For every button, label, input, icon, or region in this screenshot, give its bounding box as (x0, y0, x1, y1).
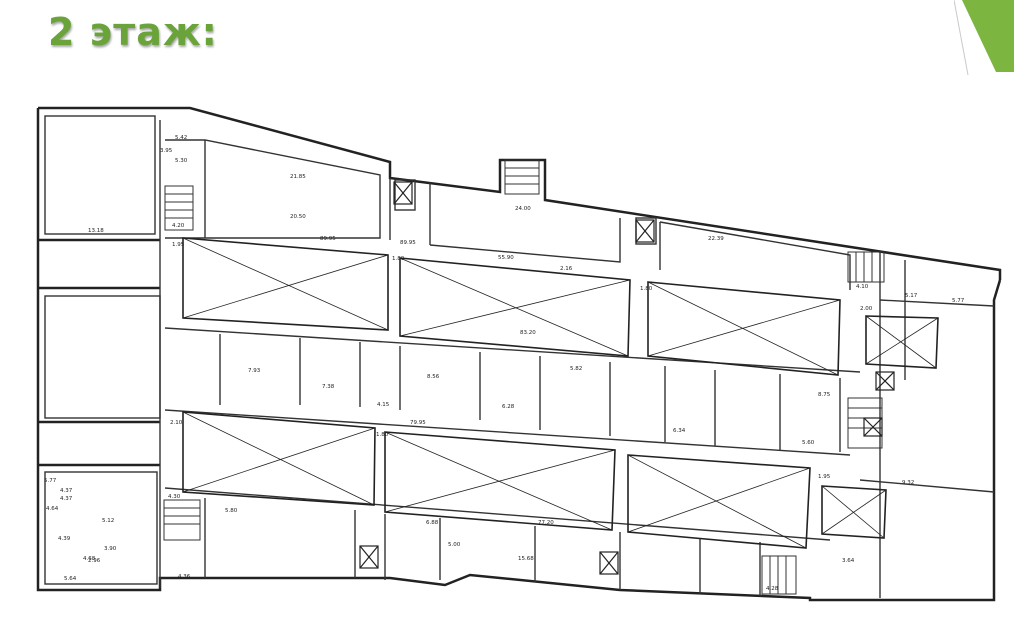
dimension-label: 89.95 (320, 236, 336, 242)
dimension-label: 8.56 (427, 374, 440, 380)
dimension-label: 4.64 (46, 506, 59, 512)
dimension-label: 5.12 (102, 518, 114, 524)
dimension-label: 7.38 (322, 384, 335, 390)
dimension-label: 13.18 (88, 228, 104, 234)
dimension-label: 4.20 (172, 223, 185, 229)
outer-walls (36, 106, 1002, 602)
dimension-label: 77.20 (538, 520, 554, 526)
dimension-label: 2.96 (88, 558, 101, 564)
dimension-label: 4.36 (178, 574, 191, 580)
dimension-label: 6.28 (502, 404, 515, 410)
dimension-label: 5.77 (44, 478, 57, 484)
atriums (182, 237, 939, 549)
dimension-label: 4.30 (168, 494, 181, 500)
dimension-label: 5.64 (64, 576, 77, 582)
dimension-label: 83.20 (520, 330, 536, 336)
dimension-label: 55.90 (498, 255, 514, 261)
dimension-label: 4.15 (377, 402, 390, 408)
stairs (163, 159, 885, 595)
corner-decoration (954, 0, 1014, 75)
dimension-label: 3.64 (842, 558, 855, 564)
dimension-label: 5.80 (225, 508, 238, 514)
dimension-label: 2.00 (860, 306, 873, 312)
dimension-label: 5.60 (802, 440, 815, 446)
dimension-label: 79.95 (410, 420, 426, 426)
dimension-label: 1.80 (376, 432, 389, 438)
dimension-label: 89.95 (400, 240, 416, 246)
dimension-label: 15.68 (518, 556, 534, 562)
dimension-label: 21.85 (290, 174, 306, 180)
dimension-label: 1.95 (172, 242, 185, 248)
dimension-label: 4.68 (83, 556, 96, 562)
floor-title: 2 этаж: (48, 10, 218, 54)
dimension-label: 5.82 (570, 366, 582, 372)
dimension-label: 1.80 (392, 256, 405, 262)
dimension-label: 4.39 (58, 536, 71, 542)
dimension-label: 8.75 (818, 392, 831, 398)
dimension-label: 5.30 (175, 158, 188, 164)
dimension-label: 5.17 (905, 293, 918, 299)
dimension-label: 5.00 (448, 542, 461, 548)
dimension-label: 4.37 (60, 496, 73, 502)
dimension-label: 3.90 (104, 546, 117, 552)
dimension-label: 4.37 (60, 488, 73, 494)
dimension-label: 5.42 (175, 135, 187, 141)
dimension-label: 20.50 (290, 214, 306, 220)
dimension-label: 2.10 (170, 420, 183, 426)
dimension-label: 1.80 (640, 286, 653, 292)
dimension-label: 3.95 (160, 148, 173, 154)
dimension-label: 9.32 (902, 480, 914, 486)
dimension-label: 1.95 (818, 474, 831, 480)
dimension-label: 4.10 (856, 284, 869, 290)
dimension-label: 2.16 (560, 266, 573, 272)
dimension-label: 6.88 (426, 520, 439, 526)
dimension-label: 5.77 (952, 298, 965, 304)
dimension-label: 4.28 (766, 586, 779, 592)
dimension-label: 24.00 (515, 206, 531, 212)
inner-walls (44, 115, 995, 598)
dimension-label: 22.39 (708, 236, 724, 242)
dimension-label: 7.93 (248, 368, 261, 374)
plan-labels: 13.18 5.42 5.303.95 4.20 21.85 20.50 89.95 89.9… (44, 135, 965, 592)
lift-shafts (359, 181, 895, 575)
dimension-label: 6.34 (673, 428, 686, 434)
